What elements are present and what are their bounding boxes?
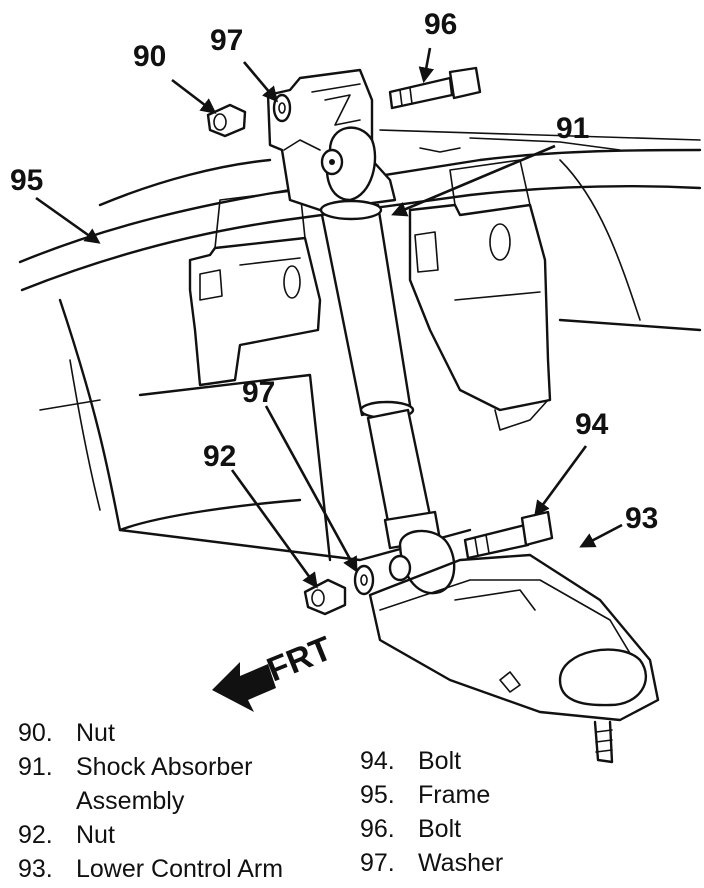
legend-text: Shock Absorber (76, 753, 253, 781)
front-direction-label: FRT (262, 629, 338, 689)
legend-number: 94. (360, 747, 395, 775)
legend-number: 91. (18, 753, 53, 781)
parts-legend-right: 94. Bolt 95. Frame 96. Bolt 97. Washer (360, 744, 503, 880)
washer-97-lower (353, 564, 375, 596)
legend-text: Lower Control Arm (76, 855, 284, 883)
parts-legend-left: 90. Nut 91. Shock Absorber Assembly 92. … (18, 716, 283, 886)
callout-96: 96 (424, 8, 457, 41)
legend-text: Nut (76, 821, 115, 849)
legend-text: Bolt (418, 815, 462, 843)
callout-95: 95 (10, 164, 43, 197)
legend-item: 95. Frame (360, 778, 503, 812)
legend-item: 91. Shock Absorber (18, 750, 283, 784)
callout-94: 94 (575, 408, 609, 441)
callout-90: 90 (133, 40, 166, 73)
right-mounting-bracket (408, 159, 552, 431)
legend-number: 93. (18, 855, 53, 883)
legend-item: 90. Nut (18, 716, 283, 750)
lower-control-arm-drawing (368, 553, 660, 764)
legend-number: 97. (360, 849, 395, 877)
callout-97-lower: 97 (242, 376, 275, 409)
frame-drawing (18, 129, 702, 562)
legend-number: 90. (18, 719, 53, 747)
legend-number (18, 784, 76, 818)
legend-item: 92. Nut (18, 818, 283, 852)
legend-text: Washer (418, 849, 504, 877)
left-mounting-bracket (188, 189, 322, 387)
bolt-96 (388, 66, 482, 110)
nut-92 (303, 578, 347, 616)
callout-97-upper: 97 (210, 24, 243, 57)
callout-93: 93 (625, 502, 658, 535)
legend-text: Frame (418, 781, 491, 809)
callout-91: 91 (556, 112, 589, 145)
legend-number: 96. (360, 815, 395, 843)
bolt-94 (463, 510, 554, 560)
legend-number: 92. (18, 821, 53, 849)
legend-item: 96. Bolt (360, 812, 503, 846)
legend-text: Assembly (76, 787, 185, 815)
legend-text: Nut (76, 719, 115, 747)
callout-92: 92 (203, 440, 236, 473)
legend-text: Bolt (418, 747, 462, 775)
legend-item: 97. Washer (360, 846, 503, 880)
legend-number: 95. (360, 781, 395, 809)
legend-item: 94. Bolt (360, 744, 503, 778)
front-direction-arrow-icon (212, 662, 276, 712)
shock-absorber-drawing (319, 126, 456, 595)
nut-90 (206, 103, 247, 138)
legend-item: Assembly (18, 784, 283, 818)
leader-lines (35, 47, 623, 589)
legend-item: 93. Lower Control Arm (18, 852, 283, 886)
